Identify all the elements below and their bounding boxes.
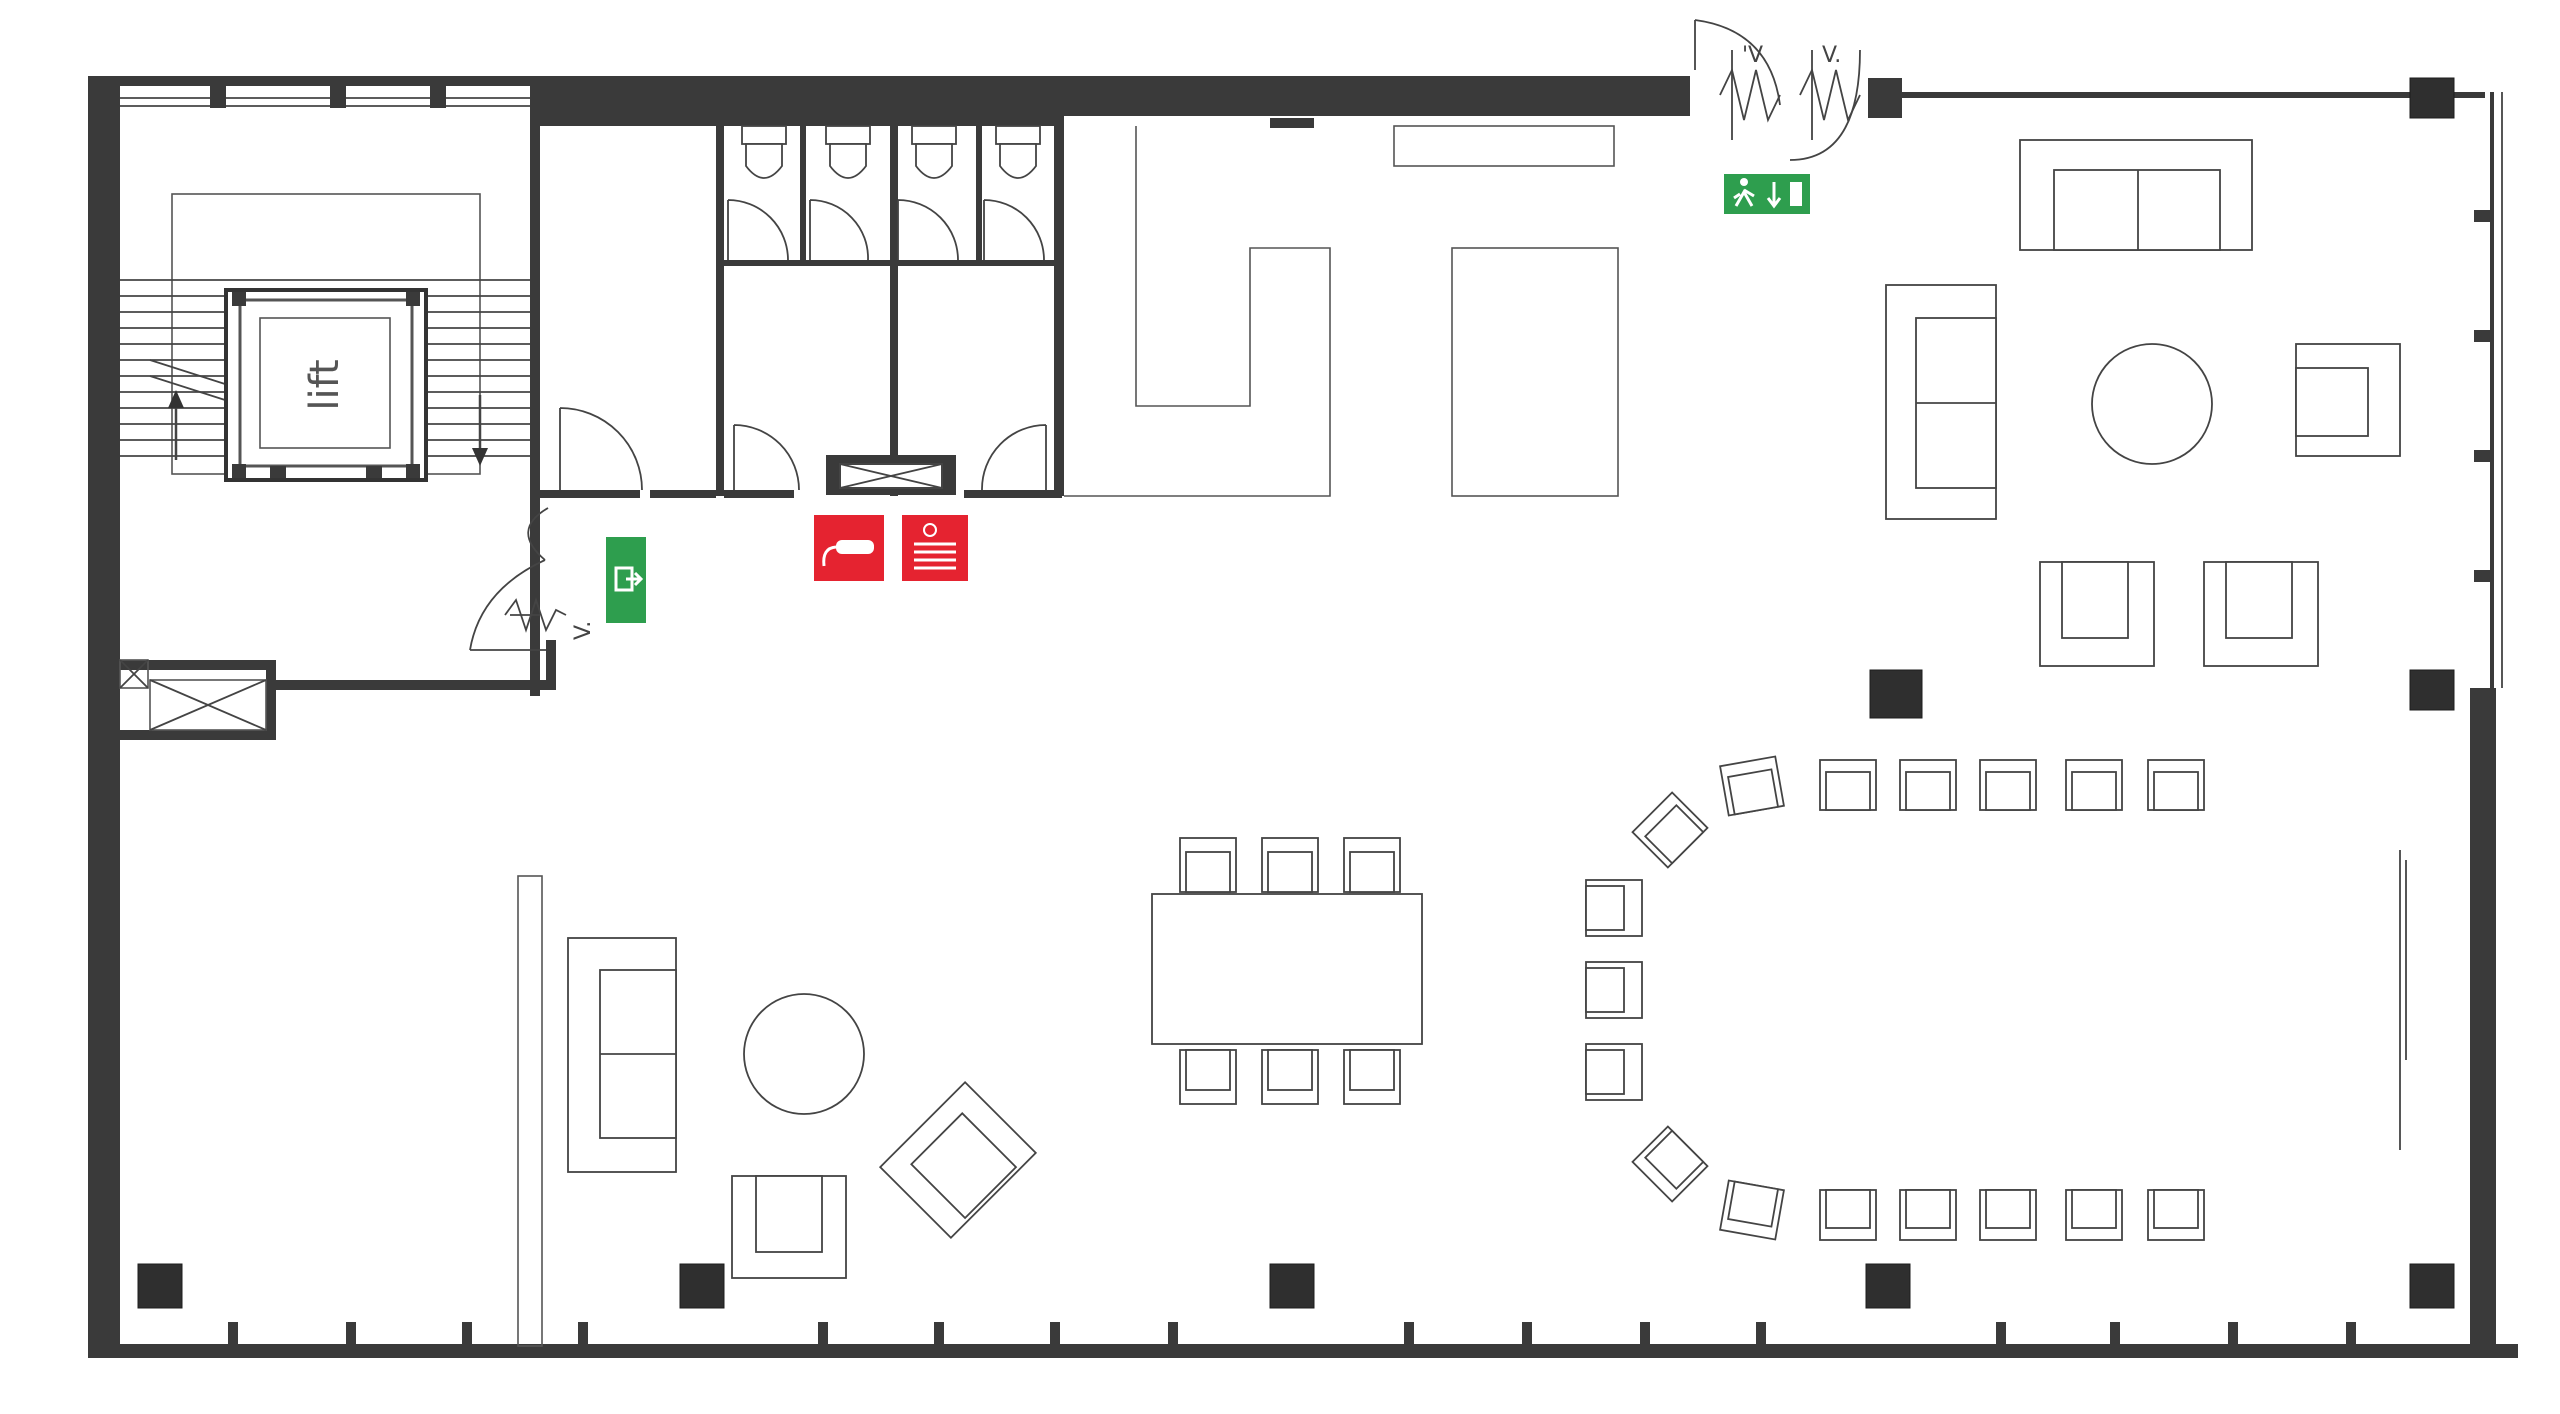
toilet-block: [530, 116, 1064, 498]
wc-2: [825, 125, 871, 179]
stair-arrow-down-icon: [472, 395, 488, 466]
door-tag-top-1: 'V: [1742, 43, 1763, 68]
door-tag-left: V.: [571, 621, 596, 640]
meeting-table-center: [1151, 837, 1423, 1105]
exit-door-sign-icon: [606, 537, 646, 623]
door-tag-top-2: V.: [1822, 43, 1841, 68]
core-door: V.: [469, 507, 596, 651]
lounge-top-right: [1885, 139, 2401, 667]
service-shaft: [119, 659, 267, 731]
toilet-vent: [826, 455, 956, 495]
wc-3: [911, 125, 957, 179]
wc-1: [741, 125, 787, 179]
stair-core: lift: [119, 76, 556, 740]
structural-columns: [137, 77, 2490, 1344]
top-window: [210, 86, 446, 108]
lift-label: lift: [302, 359, 348, 410]
wc-4: [995, 125, 1041, 179]
lounge-bottom-left: [517, 875, 1038, 1347]
kitchen-counter: [1064, 125, 1619, 497]
running-man-exit-sign-icon: [1724, 174, 1810, 214]
fire-extinguisher-sign-icon: [814, 515, 884, 581]
conference-seating: [1585, 755, 2407, 1241]
stair-arrow-up-icon: [168, 390, 184, 460]
top-emergency-doors: 'V V.: [1694, 19, 1902, 161]
lift-shaft: lift: [224, 288, 428, 482]
outer-walls: [88, 76, 2518, 1358]
fire-hose-reel-sign-icon: [902, 515, 968, 581]
